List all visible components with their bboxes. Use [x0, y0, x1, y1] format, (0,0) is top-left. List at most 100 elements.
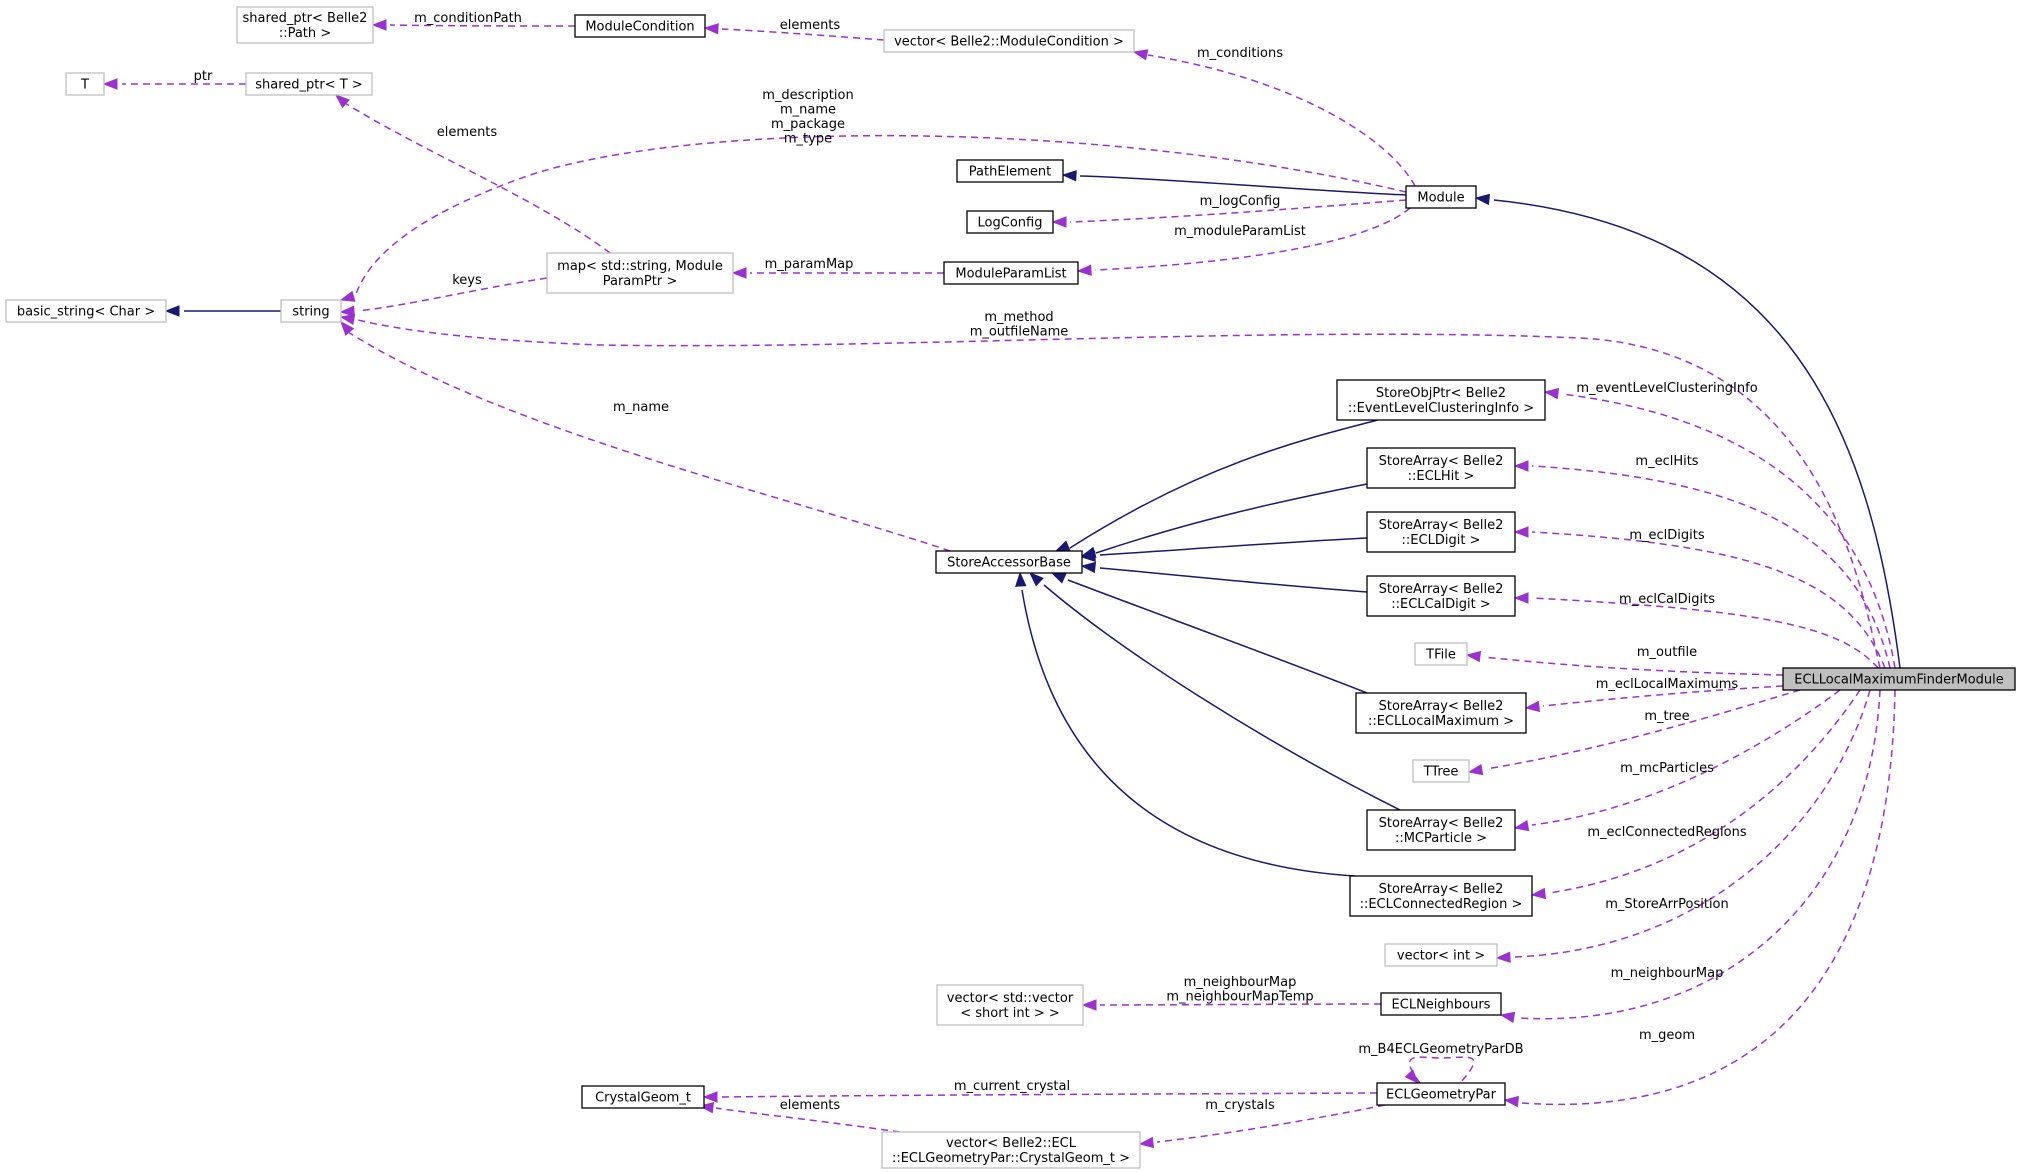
edge-label-m-B4ECLGeometryParDB: m_B4ECLGeometryParDB — [1358, 1042, 1523, 1057]
class-node-label: ::ECLCalDigit > — [1391, 597, 1491, 612]
class-node-label: LogConfig — [978, 216, 1043, 231]
edge-main-tfile-arrowhead — [1465, 650, 1482, 663]
edge-label-text: m_conditionPath — [414, 11, 522, 26]
edge-main-connectedregion-arrowhead — [1530, 887, 1547, 900]
class-node-ecl-geometry-par[interactable]: ECLGeometryPar — [1376, 1082, 1506, 1106]
class-node-module[interactable]: Module — [1405, 185, 1477, 209]
edge-main-ecllocalmax-arrowhead — [1524, 700, 1541, 713]
edge-label-m-paramMap: m_paramMap — [765, 257, 854, 272]
class-node-label: ::ECLLocalMaximum > — [1368, 714, 1514, 729]
edge-eclgeometrypar-self-arrowhead — [1404, 1069, 1419, 1085]
class-node-label: StoreArray< Belle2 — [1379, 882, 1504, 897]
edge-basicstring-string — [164, 305, 281, 317]
edge-label-m-name-store: m_name — [613, 400, 669, 415]
class-node-box — [1366, 809, 1516, 851]
edge-label-text: m_eclDigits — [1629, 528, 1705, 543]
edge-eclcaldigit-accessor — [1080, 561, 1368, 593]
class-node-storearray-ecldigit[interactable]: StoreArray< Belle2::ECLDigit > — [1366, 511, 1516, 553]
edge-label-text: ptr — [194, 69, 213, 84]
class-node-store-accessor-base[interactable]: StoreAccessorBase — [935, 550, 1083, 574]
class-node-ecl-local-maximum-finder-module[interactable]: ECLLocalMaximumFinderModule — [1782, 667, 2016, 691]
edge-main-storeobj — [1543, 387, 1896, 669]
edge-pathelement-module-arrowhead — [1061, 170, 1077, 182]
edge-main-ttree-arrowhead — [1467, 764, 1484, 776]
edge-modulecondition-sharedptr — [371, 19, 576, 31]
class-node-label: ::ECLGeometryPar::CrystalGeom_t > — [892, 1151, 1130, 1166]
class-node-label: map< std::string, Module — [557, 259, 723, 274]
edge-module-main-arrowhead — [1474, 193, 1491, 206]
class-node-storearray-eclcaldigit[interactable]: StoreArray< Belle2::ECLCalDigit > — [1366, 575, 1516, 617]
class-node-vector-vector-short: vector< std::vector< short int > > — [936, 984, 1084, 1026]
edge-main-string — [339, 313, 1881, 669]
class-node-box — [245, 72, 373, 96]
class-node-label: basic_string< Char > — [17, 305, 155, 320]
class-node-box — [881, 1131, 1141, 1169]
class-node-basic-string: basic_string< Char > — [5, 299, 167, 323]
edge-mcparticle-accessor-arrowhead — [1028, 572, 1044, 587]
class-node-label: ModuleCondition — [585, 20, 694, 35]
class-node-ttree: TTree — [1412, 759, 1470, 783]
edge-label-text: elements — [780, 1098, 841, 1113]
edge-label-text: m_current_crystal — [954, 1079, 1070, 1094]
class-node-ecl-neighbours[interactable]: ECLNeighbours — [1380, 992, 1502, 1016]
edge-label-text: m_outfileName — [970, 325, 1069, 340]
edge-label-text: m_eventLevelClusteringInfo — [1576, 381, 1757, 396]
edge-module-string-arrowhead — [339, 290, 356, 302]
edge-module-logconfig-arrowhead — [1051, 216, 1067, 228]
edge-eclgeometrypar-vectorcrystal — [1138, 1104, 1386, 1149]
edge-label-m-outfile: m_outfile — [1637, 645, 1697, 660]
class-node-crystal-geom-t[interactable]: CrystalGeom_t — [581, 1085, 705, 1109]
class-node-label: ::ECLConnectedRegion > — [1360, 897, 1523, 912]
edge-label-m-eclConnectedRegions: m_eclConnectedRegions — [1587, 825, 1746, 840]
edge-label-text: m_paramMap — [765, 257, 854, 272]
class-node-label: ::EventLevelClusteringInfo > — [1348, 401, 1534, 416]
edge-eclgeometrypar-vectorcrystal-arrowhead — [1138, 1136, 1155, 1149]
edge-modulecondition-sharedptr-arrowhead — [371, 19, 387, 31]
edge-storeobj-accessor-arrowhead — [1054, 540, 1071, 552]
edge-label-m-moduleParamList: m_moduleParamList — [1174, 224, 1306, 239]
edge-ecldigit-accessor-arrowhead — [1080, 550, 1096, 562]
edge-label-text: m_StoreArrPosition — [1605, 897, 1729, 912]
class-node-storeobjptr-event[interactable]: StoreObjPtr< Belle2::EventLevelClusterin… — [1336, 379, 1546, 421]
class-node-box — [1414, 642, 1468, 666]
edge-main-ecldigit — [1513, 526, 1886, 669]
edge-map-string-arrowhead — [339, 305, 355, 317]
class-node-label: T — [80, 78, 89, 93]
class-node-label: vector< Belle2::ModuleCondition > — [894, 35, 1124, 50]
class-node-box — [956, 159, 1064, 183]
class-node-label: StoreArray< Belle2 — [1379, 454, 1504, 469]
edge-label-text: m_mcParticles — [1620, 761, 1714, 776]
edge-label-m-conditions: m_conditions — [1197, 46, 1283, 61]
class-node-label: vector< int > — [1397, 949, 1485, 964]
edge-label-m-logConfig: m_logConfig — [1200, 194, 1281, 209]
class-node-storearray-eclhit[interactable]: StoreArray< Belle2::ECLHit > — [1366, 447, 1516, 489]
class-node-storearray-mcparticle[interactable]: StoreArray< Belle2::MCParticle > — [1366, 809, 1516, 851]
class-node-module-param-list[interactable]: ModuleParamList — [943, 261, 1079, 285]
edge-label-text: m_eclConnectedRegions — [1587, 825, 1746, 840]
class-node-box — [1366, 447, 1516, 489]
class-node-storearray-eclconnectedregion[interactable]: StoreArray< Belle2::ECLConnectedRegion > — [1349, 875, 1533, 917]
edge-map-sharedptrT — [334, 94, 611, 254]
edge-ecllocalmax-accessor-arrowhead — [1050, 572, 1067, 584]
edge-main-ttree — [1467, 689, 1801, 776]
edge-label-m-conditionPath: m_conditionPath — [414, 11, 522, 26]
edge-pathelement-module — [1061, 170, 1407, 196]
edge-module-logconfig — [1051, 199, 1407, 228]
edge-eclgeometrypar-crystalgeom-arrowhead — [702, 1091, 718, 1103]
edge-main-string-arrowhead — [339, 313, 356, 325]
edge-connectedregion-accessor — [1015, 571, 1356, 877]
class-node-path-element[interactable]: PathElement — [956, 159, 1064, 183]
class-node-label: ECLNeighbours — [1392, 998, 1491, 1013]
edge-module-main — [1474, 193, 1901, 669]
class-node-module-condition[interactable]: ModuleCondition — [574, 14, 706, 38]
class-node-storearray-ecllocalmaximum[interactable]: StoreArray< Belle2::ECLLocalMaximum > — [1355, 692, 1527, 734]
class-node-log-config[interactable]: LogConfig — [966, 210, 1054, 234]
class-node-label: ECLLocalMaximumFinderModule — [1794, 673, 2004, 688]
edge-moduleparamlist-map-arrowhead — [731, 267, 747, 279]
edge-main-ecllocalmax — [1524, 685, 1784, 713]
edge-label-m-geom: m_geom — [1639, 1028, 1695, 1043]
edge-main-mcparticle-arrowhead — [1513, 820, 1530, 832]
class-node-vector-crystalgeom: vector< Belle2::ECL::ECLGeometryPar::Cry… — [881, 1131, 1141, 1169]
edge-ecldigit-accessor — [1080, 537, 1368, 562]
